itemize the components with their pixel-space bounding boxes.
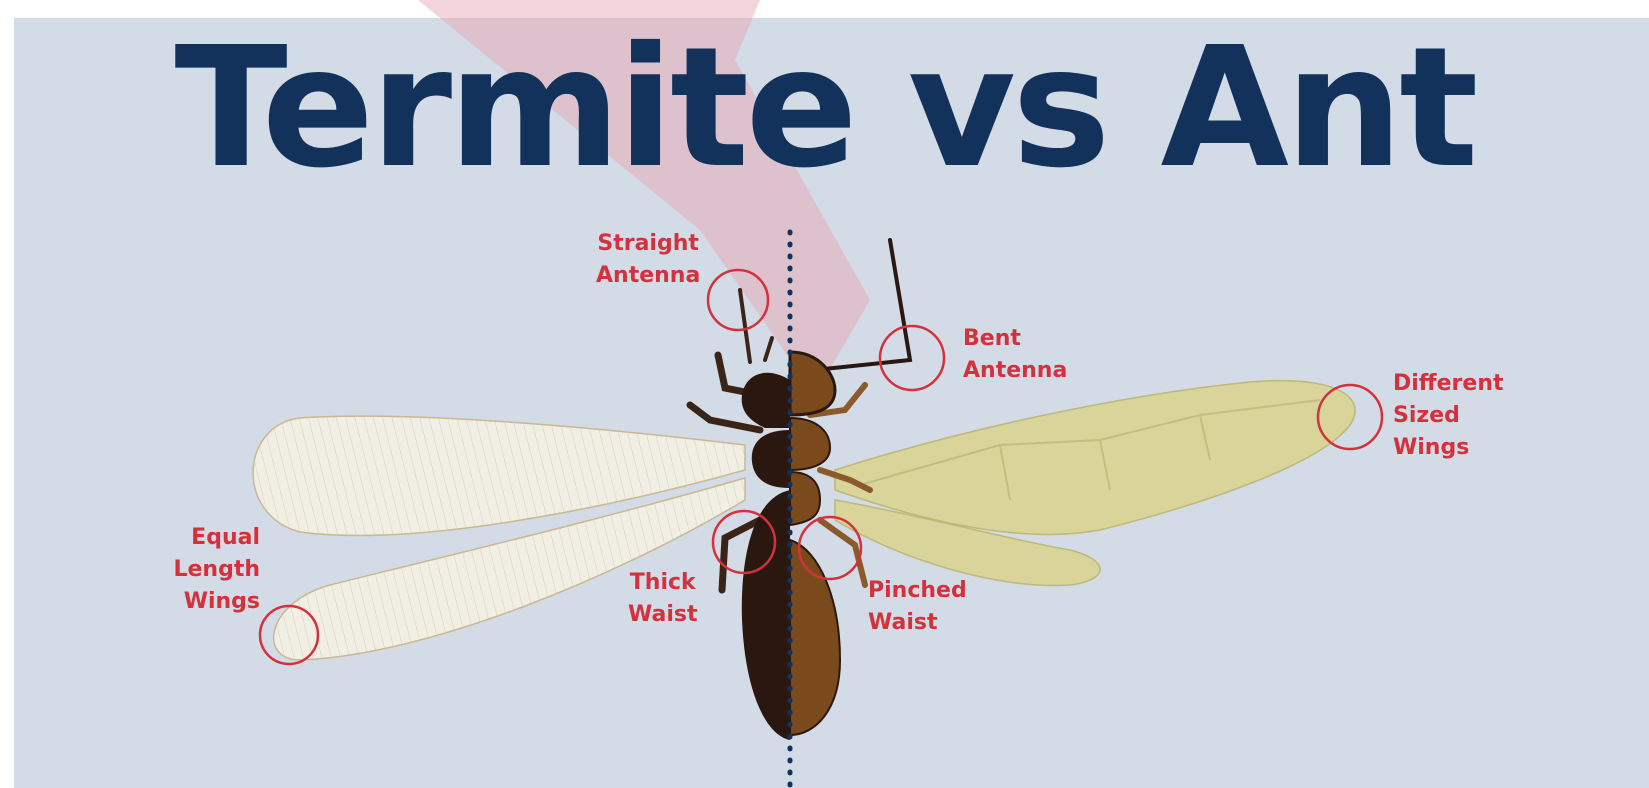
callout-different-sized-wings: Different Sized Wings	[1393, 368, 1504, 464]
callout-line: Waist	[628, 599, 697, 631]
callout-line: Wings	[164, 586, 260, 618]
ant-wings	[835, 381, 1355, 586]
callout-straight-antenna: Straight Antenna	[596, 228, 700, 292]
callout-line: Pinched	[868, 575, 967, 607]
callout-bent-antenna: Bent Antenna	[963, 323, 1067, 387]
callout-thick-waist: Thick Waist	[628, 567, 697, 631]
callout-line: Wings	[1393, 432, 1504, 464]
callout-line: Bent	[963, 323, 1067, 355]
callout-line: Antenna	[963, 355, 1067, 387]
bent-antenna-circle	[880, 326, 944, 390]
callout-line: Thick	[628, 567, 697, 599]
callout-line: Straight	[596, 228, 700, 260]
page-title: Termite vs Ant	[0, 26, 1649, 192]
callout-line: Length	[164, 554, 260, 586]
callout-line: Waist	[868, 607, 967, 639]
callout-equal-length-wings: Equal Length Wings	[164, 522, 260, 618]
callout-line: Sized	[1393, 400, 1504, 432]
callout-line: Different	[1393, 368, 1504, 400]
callout-pinched-waist: Pinched Waist	[868, 575, 967, 639]
callout-line: Antenna	[596, 260, 700, 292]
callout-line: Equal	[164, 522, 260, 554]
